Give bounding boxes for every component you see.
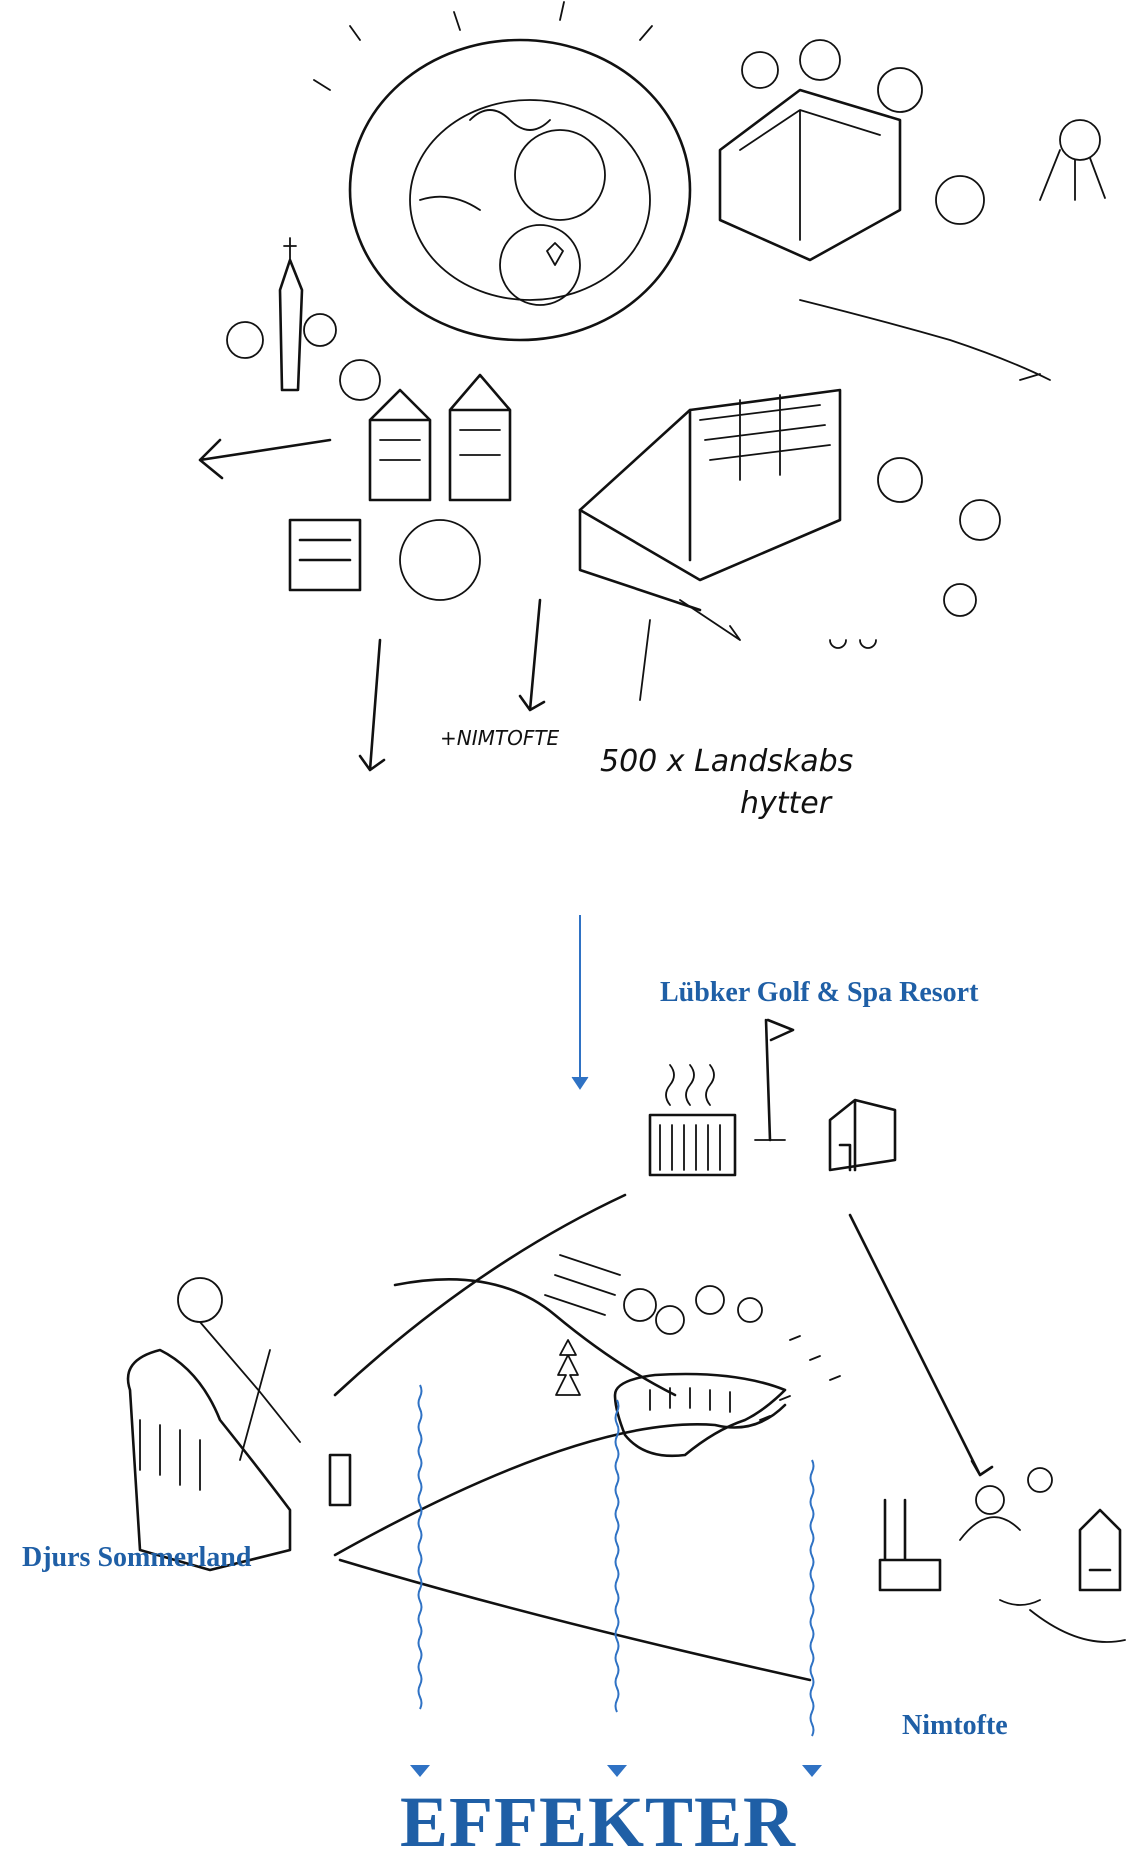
effect-arrow-left xyxy=(419,1385,422,1709)
effect-arrowhead-left xyxy=(410,1765,430,1777)
church-icon xyxy=(1080,1510,1120,1590)
rollercoaster-icon xyxy=(128,1350,290,1570)
effect-arrow-right xyxy=(811,1460,814,1736)
pine-tree-icon xyxy=(556,1340,580,1395)
town-houses-icon xyxy=(880,1500,940,1590)
effect-arrow-center xyxy=(616,1400,619,1712)
effect-arrowhead-right xyxy=(802,1765,822,1777)
ferris-wheel-icon xyxy=(178,1278,222,1322)
sketch-place-note: +NIMTOFTE xyxy=(440,726,559,750)
lake-icon xyxy=(615,1374,785,1456)
golf-flag-icon xyxy=(766,1020,793,1140)
sketch-cabins-note-line1: 500 x Landskabs xyxy=(600,744,853,779)
park-label: Djurs Sommerland xyxy=(22,1542,251,1574)
cabin-icon xyxy=(830,1100,895,1170)
flow-arrowhead xyxy=(572,1077,588,1089)
landscape-cabins-sketch xyxy=(0,0,1135,880)
effect-arrowhead-center xyxy=(607,1765,627,1777)
resort-label: Lübker Golf & Spa Resort xyxy=(660,977,978,1009)
town-label: Nimtofte xyxy=(902,1710,1008,1742)
sketch-cabins-note-line2: hytter xyxy=(740,786,831,821)
effects-title: EFFEKTER xyxy=(400,1782,796,1862)
spa-tub-icon xyxy=(650,1115,735,1175)
